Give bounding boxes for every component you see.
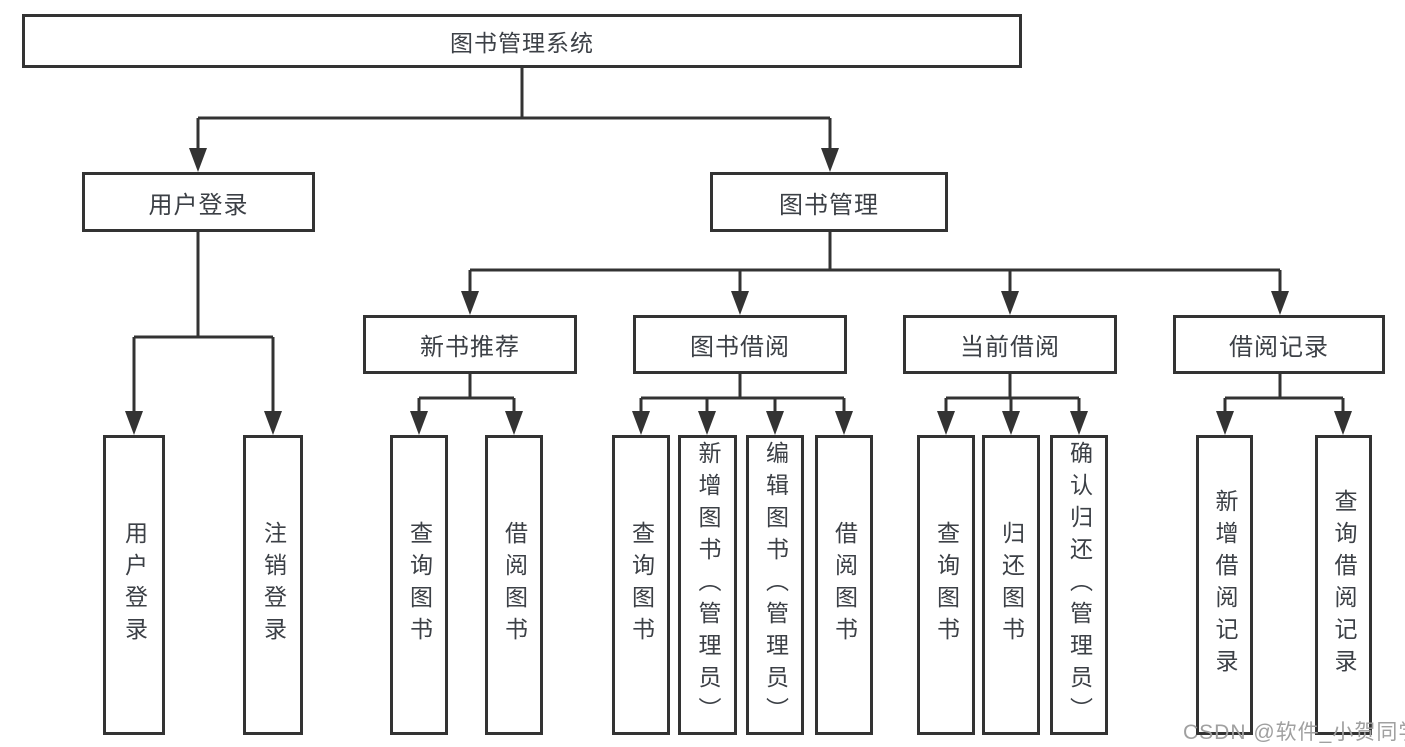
connector-current-borrow-to-leaves (937, 374, 1088, 435)
connector-borrow-records-to-leaves (1216, 374, 1352, 435)
leaf-add-borrow-record: 新增借阅记录 (1196, 435, 1253, 735)
arrowhead-icon (1002, 411, 1020, 435)
node-book-management: 图书管理 (710, 172, 948, 232)
node-new-book-recommend: 新书推荐 (363, 315, 577, 374)
node-current-borrow: 当前借阅 (903, 315, 1117, 374)
arrowhead-icon (505, 411, 523, 435)
connector-book-borrow-to-leaves (632, 374, 853, 435)
arrowhead-icon (1334, 411, 1352, 435)
arrowhead-icon (410, 411, 428, 435)
node-borrow-records: 借阅记录 (1173, 315, 1385, 374)
node-book-borrow: 图书借阅 (633, 315, 847, 374)
arrowhead-icon (766, 411, 784, 435)
arrowhead-icon (1001, 291, 1019, 315)
leaf-borrow-books: 借阅图书 (815, 435, 873, 735)
leaf-user-login: 用户登录 (103, 435, 165, 735)
csdn-watermark: CSDN @软件_小贺同学 (1183, 721, 1405, 744)
leaf-query-books-recommend: 查询图书 (390, 435, 448, 735)
arrowhead-icon (125, 411, 143, 435)
arrowhead-icon (1271, 291, 1289, 315)
arrowhead-icon (1216, 411, 1234, 435)
node-library-management-system: 图书管理系统 (22, 14, 1022, 68)
connector-user-login-to-leaves (125, 232, 282, 435)
arrowhead-icon (264, 411, 282, 435)
arrowhead-icon (698, 411, 716, 435)
arrowhead-icon (632, 411, 650, 435)
connector-book-management-to-level3 (461, 232, 1289, 315)
node-user-login: 用户登录 (82, 172, 315, 232)
arrowhead-icon (1070, 411, 1088, 435)
leaf-query-books-current: 查询图书 (917, 435, 975, 735)
connector-root-to-level2 (189, 68, 839, 172)
leaf-return-books: 归还图书 (982, 435, 1040, 735)
leaf-confirm-return-admin: 确认归还（管理员） (1050, 435, 1108, 735)
arrowhead-icon (189, 148, 207, 172)
leaf-add-books-admin: 新增图书（管理员） (678, 435, 737, 735)
connector-new-book-recommend-to-leaves (410, 374, 523, 435)
leaf-logout: 注销登录 (243, 435, 303, 735)
arrowhead-icon (731, 291, 749, 315)
leaf-edit-books-admin: 编辑图书（管理员） (746, 435, 804, 735)
arrowhead-icon (821, 148, 839, 172)
arrowhead-icon (937, 411, 955, 435)
arrowhead-icon (835, 411, 853, 435)
arrowhead-icon (461, 291, 479, 315)
leaf-query-books-borrow: 查询图书 (612, 435, 670, 735)
leaf-borrow-books-recommend: 借阅图书 (485, 435, 543, 735)
leaf-query-borrow-record: 查询借阅记录 (1315, 435, 1372, 735)
